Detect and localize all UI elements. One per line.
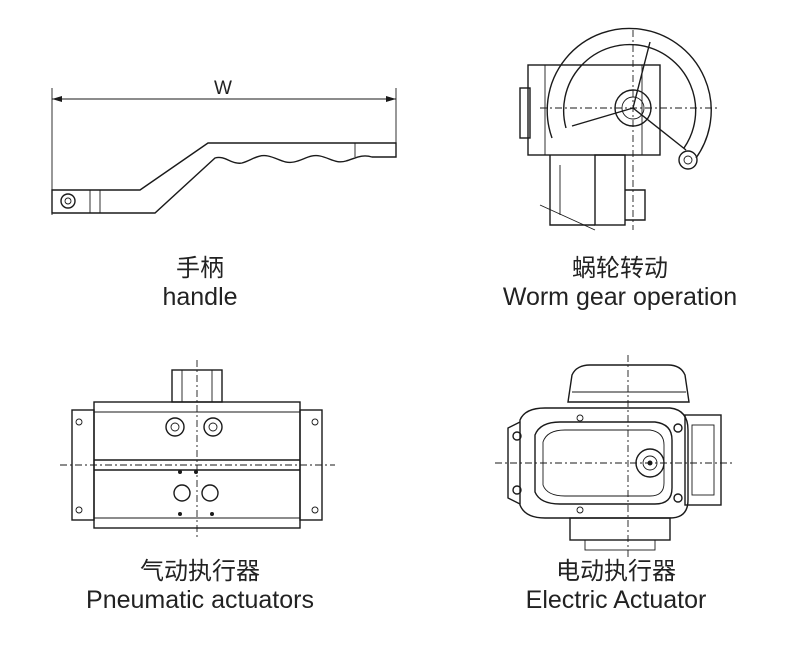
- worm-gear-figure: 蜗轮转动 Worm gear operation: [400, 0, 800, 330]
- pneumatic-caption: 气动执行器 Pneumatic actuators: [0, 557, 400, 614]
- worm-gear-label-zh: 蜗轮转动: [572, 254, 668, 282]
- pneumatic-drawing: [60, 360, 335, 540]
- worm-gear-caption: 蜗轮转动 Worm gear operation: [420, 254, 800, 311]
- handle-caption: 手柄 handle: [0, 254, 400, 311]
- pneumatic-label-zh: 气动执行器: [140, 557, 260, 585]
- handle-label-zh: 手柄: [176, 254, 224, 282]
- dimension-label-w: W: [214, 78, 232, 99]
- pneumatic-label-en: Pneumatic actuators: [86, 585, 314, 614]
- electric-label-zh: 电动执行器: [556, 557, 676, 585]
- handle-drawing: [51, 88, 397, 215]
- electric-figure: 电动执行器 Electric Actuator: [400, 330, 800, 663]
- electric-caption: 电动执行器 Electric Actuator: [416, 557, 800, 614]
- worm-gear-drawing: [519, 27, 720, 231]
- handle-figure: W 手柄 handle: [0, 0, 400, 330]
- electric-label-en: Electric Actuator: [525, 585, 707, 614]
- electric-drawing: [495, 355, 735, 560]
- pneumatic-figure: 气动执行器 Pneumatic actuators: [0, 330, 400, 663]
- handle-label-en: handle: [162, 282, 238, 311]
- worm-gear-label-en: Worm gear operation: [502, 282, 738, 311]
